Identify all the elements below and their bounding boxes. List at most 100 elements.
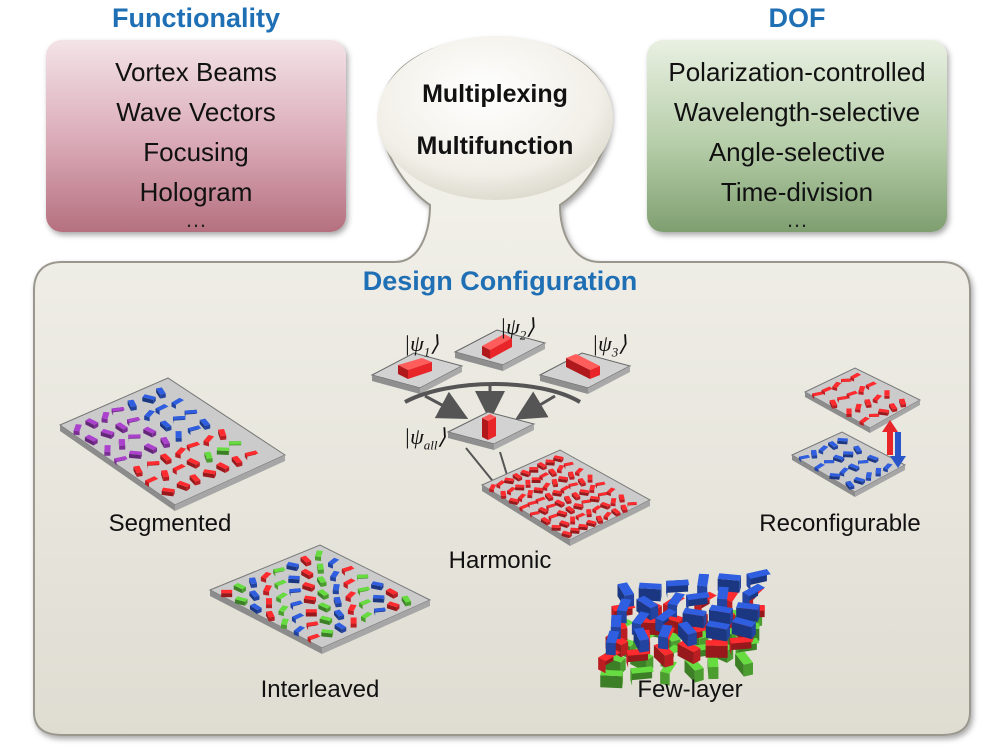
nanobrick-end — [587, 524, 588, 531]
nanobrick-side — [288, 578, 300, 584]
nanobrick-top — [611, 508, 621, 514]
nanobrick-top — [597, 492, 608, 497]
nanobrick-top — [633, 627, 650, 641]
nanobrick-end — [858, 391, 864, 395]
nanobrick-end — [865, 477, 872, 481]
nanobrick-top — [189, 474, 201, 482]
nanobrick-end — [273, 569, 276, 577]
nanobrick-side — [596, 516, 599, 524]
nanobrick-side — [316, 563, 318, 574]
nanobrick-side — [160, 455, 167, 465]
nanobrick-top — [548, 513, 559, 519]
psi2-subscript: 2 — [519, 327, 527, 343]
nanobrick-top — [878, 408, 890, 413]
nanobrick-end — [598, 520, 604, 524]
nanobrick-end — [119, 445, 126, 450]
nanobrick-top — [839, 467, 849, 474]
nanobrick-side — [620, 505, 623, 513]
nanobrick-end — [320, 581, 327, 587]
nanobrick-end — [306, 622, 309, 631]
nanobrick-side — [531, 479, 541, 483]
nanobrick-top — [705, 640, 728, 646]
nanobrick-end — [856, 466, 860, 472]
nanobrick-end — [405, 601, 412, 607]
nanobrick-side — [317, 590, 324, 600]
nanobrick-top — [374, 607, 386, 612]
nanobrick-top — [496, 480, 506, 486]
nanobrick-side — [600, 504, 608, 510]
nanobrick-top — [530, 511, 541, 516]
nanobrick-top — [273, 567, 286, 573]
nanobrick-end — [666, 580, 668, 599]
nanobrick-top — [729, 636, 754, 644]
nanobrick-top — [865, 381, 877, 388]
nanobrick-side — [565, 507, 571, 515]
nanobrick-top — [600, 669, 624, 677]
nanobrick-end — [664, 652, 674, 668]
nanobrick-top — [305, 609, 317, 613]
nanobrick-side — [133, 466, 137, 477]
nanobrick-top — [858, 385, 866, 392]
nanobrick-top — [145, 476, 159, 484]
nanobrick-end — [381, 583, 384, 591]
nanobrick-end — [517, 499, 520, 506]
nanobrick-top — [542, 482, 551, 489]
nanobrick-top — [829, 399, 838, 406]
nanobrick-end — [693, 648, 701, 665]
nanobrick-top — [147, 461, 160, 466]
nanobrick-top — [315, 550, 323, 557]
nanobrick-side — [520, 471, 529, 478]
nanobrick-end — [203, 440, 209, 447]
nanobrick-end — [855, 409, 861, 413]
nanobrick-top — [867, 454, 879, 461]
nanobrick-side — [556, 512, 565, 518]
nanobrick-top — [818, 445, 829, 452]
psi1-subscript: 1 — [423, 344, 431, 360]
psi-symbol: ψ — [506, 314, 520, 339]
nanobrick-end — [328, 562, 333, 569]
nanobrick-top — [736, 602, 760, 610]
nanobrick-end — [173, 416, 174, 424]
nanobrick-top — [537, 461, 547, 468]
nanobrick-side — [216, 464, 226, 474]
nanobrick-top — [570, 527, 580, 531]
nanobrick-end — [268, 616, 275, 622]
nanobrick-top — [216, 462, 230, 470]
nanobrick-top — [563, 461, 574, 466]
psi-symbol: ψ — [410, 331, 424, 356]
nanobrick-side — [653, 645, 665, 668]
nanobrick-top — [300, 555, 312, 563]
nanobrick-top — [605, 630, 620, 644]
nanobrick-side — [837, 440, 848, 445]
label-segmented: Segmented — [108, 510, 232, 537]
nanobrick-end — [575, 472, 580, 477]
nanobrick-end — [518, 476, 523, 482]
nanobrick-side — [142, 397, 154, 404]
nanobrick-top — [111, 406, 125, 412]
nanobrick-side — [317, 577, 321, 587]
nanobrick-side — [160, 422, 167, 432]
nanobrick-end — [622, 670, 624, 689]
nanobrick-top — [617, 582, 635, 596]
nanobrick-top — [489, 484, 497, 490]
psi-all-subscript: all — [423, 437, 438, 453]
nanobrick-side — [684, 659, 695, 683]
nanobrick-end — [626, 650, 629, 668]
nanobrick-side — [199, 419, 205, 430]
nanobrick-end — [307, 636, 311, 644]
nanobrick-end — [841, 457, 845, 463]
nanobrick-side — [303, 598, 315, 605]
nanobrick-end — [214, 471, 217, 479]
nanobrick-side — [85, 420, 95, 429]
nanobrick-side — [829, 400, 833, 409]
nanobrick-top — [638, 582, 662, 590]
nanobrick-top — [334, 622, 347, 630]
nanobrick-side — [736, 607, 758, 622]
nanobrick-side — [84, 436, 94, 446]
nanobrick-end — [140, 451, 142, 459]
nanobrick-end — [798, 456, 801, 463]
nanobrick-end — [561, 502, 565, 508]
ket-psi1: |ψ1⟩ — [404, 331, 439, 360]
nanobrick-top — [128, 434, 141, 439]
nanobrick-top — [118, 438, 126, 446]
